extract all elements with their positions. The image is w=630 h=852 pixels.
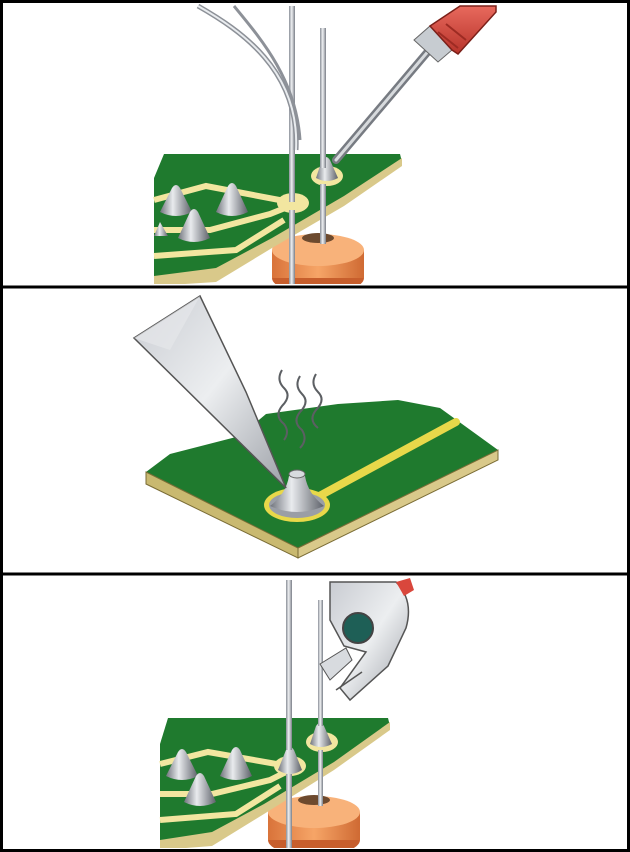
solder-joint [264, 469, 330, 522]
solder-wire [196, 3, 299, 151]
pcb-board [145, 400, 499, 559]
panel-1-soldering [153, 3, 497, 284]
component-leads [286, 580, 323, 848]
fumes [277, 369, 323, 449]
solder-joints [166, 723, 332, 806]
soldering-iron-tip [132, 294, 287, 489]
panel-3-trimming [159, 578, 414, 848]
soldering-iron [332, 5, 497, 164]
capacitor [272, 233, 364, 284]
copper-trace [308, 418, 460, 504]
solder-joints [154, 157, 338, 242]
panel-2-finished-joint [132, 294, 499, 559]
capacitor [268, 795, 360, 848]
side-cutter-pliers [319, 578, 414, 702]
